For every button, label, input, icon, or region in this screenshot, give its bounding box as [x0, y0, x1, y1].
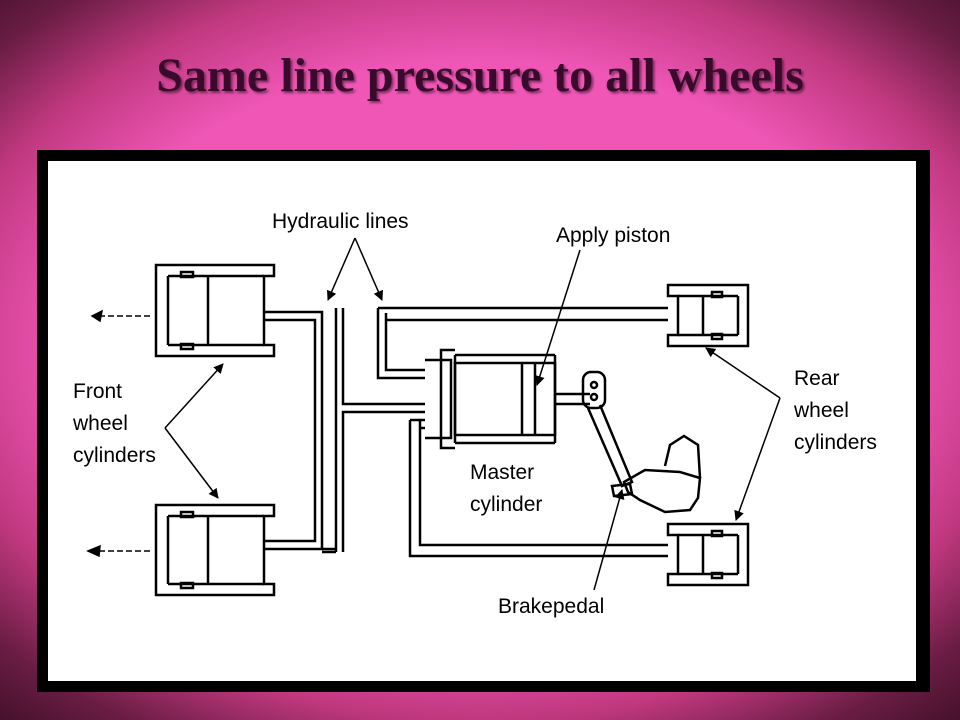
rear-top-wheel-cylinder	[666, 283, 750, 348]
slide-title: Same line pressure to all wheels	[156, 49, 804, 102]
svg-text:Rear: Rear	[794, 367, 840, 390]
hydraulic-lines	[264, 306, 668, 558]
wheel-motion-arrows	[86, 309, 150, 558]
apply-piston-label: Apply piston	[556, 224, 670, 247]
hydraulic-lines-label: Hydraulic lines	[272, 210, 409, 233]
brake-diagram-svg: Hydraulic lines Apply piston Front wheel…	[72, 210, 877, 618]
svg-text:cylinders: cylinders	[794, 431, 877, 454]
svg-text:cylinders: cylinders	[73, 444, 156, 467]
brake-pedal-assembly	[555, 370, 702, 514]
master-cylinder-label: Master cylinder	[470, 461, 542, 516]
front-top-wheel-cylinder	[154, 263, 276, 358]
front-wheel-cylinders-label: Front wheel cylinders	[72, 380, 156, 467]
master-cylinder	[425, 348, 557, 450]
leader-arrows	[164, 237, 781, 591]
front-bottom-wheel-cylinder	[154, 503, 276, 597]
svg-text:Master: Master	[470, 461, 534, 484]
brake-diagram: Hydraulic lines Apply piston Front wheel…	[48, 161, 916, 681]
brakepedal-label: Brakepedal	[498, 595, 604, 618]
rear-wheel-cylinders-label: Rear wheel cylinders	[793, 367, 877, 454]
diagram-frame: Hydraulic lines Apply piston Front wheel…	[37, 150, 930, 692]
svg-text:wheel: wheel	[793, 399, 849, 422]
svg-text:wheel: wheel	[72, 412, 128, 435]
svg-text:Front: Front	[73, 380, 122, 403]
svg-text:cylinder: cylinder	[470, 493, 542, 516]
rear-bottom-wheel-cylinder	[666, 522, 750, 587]
